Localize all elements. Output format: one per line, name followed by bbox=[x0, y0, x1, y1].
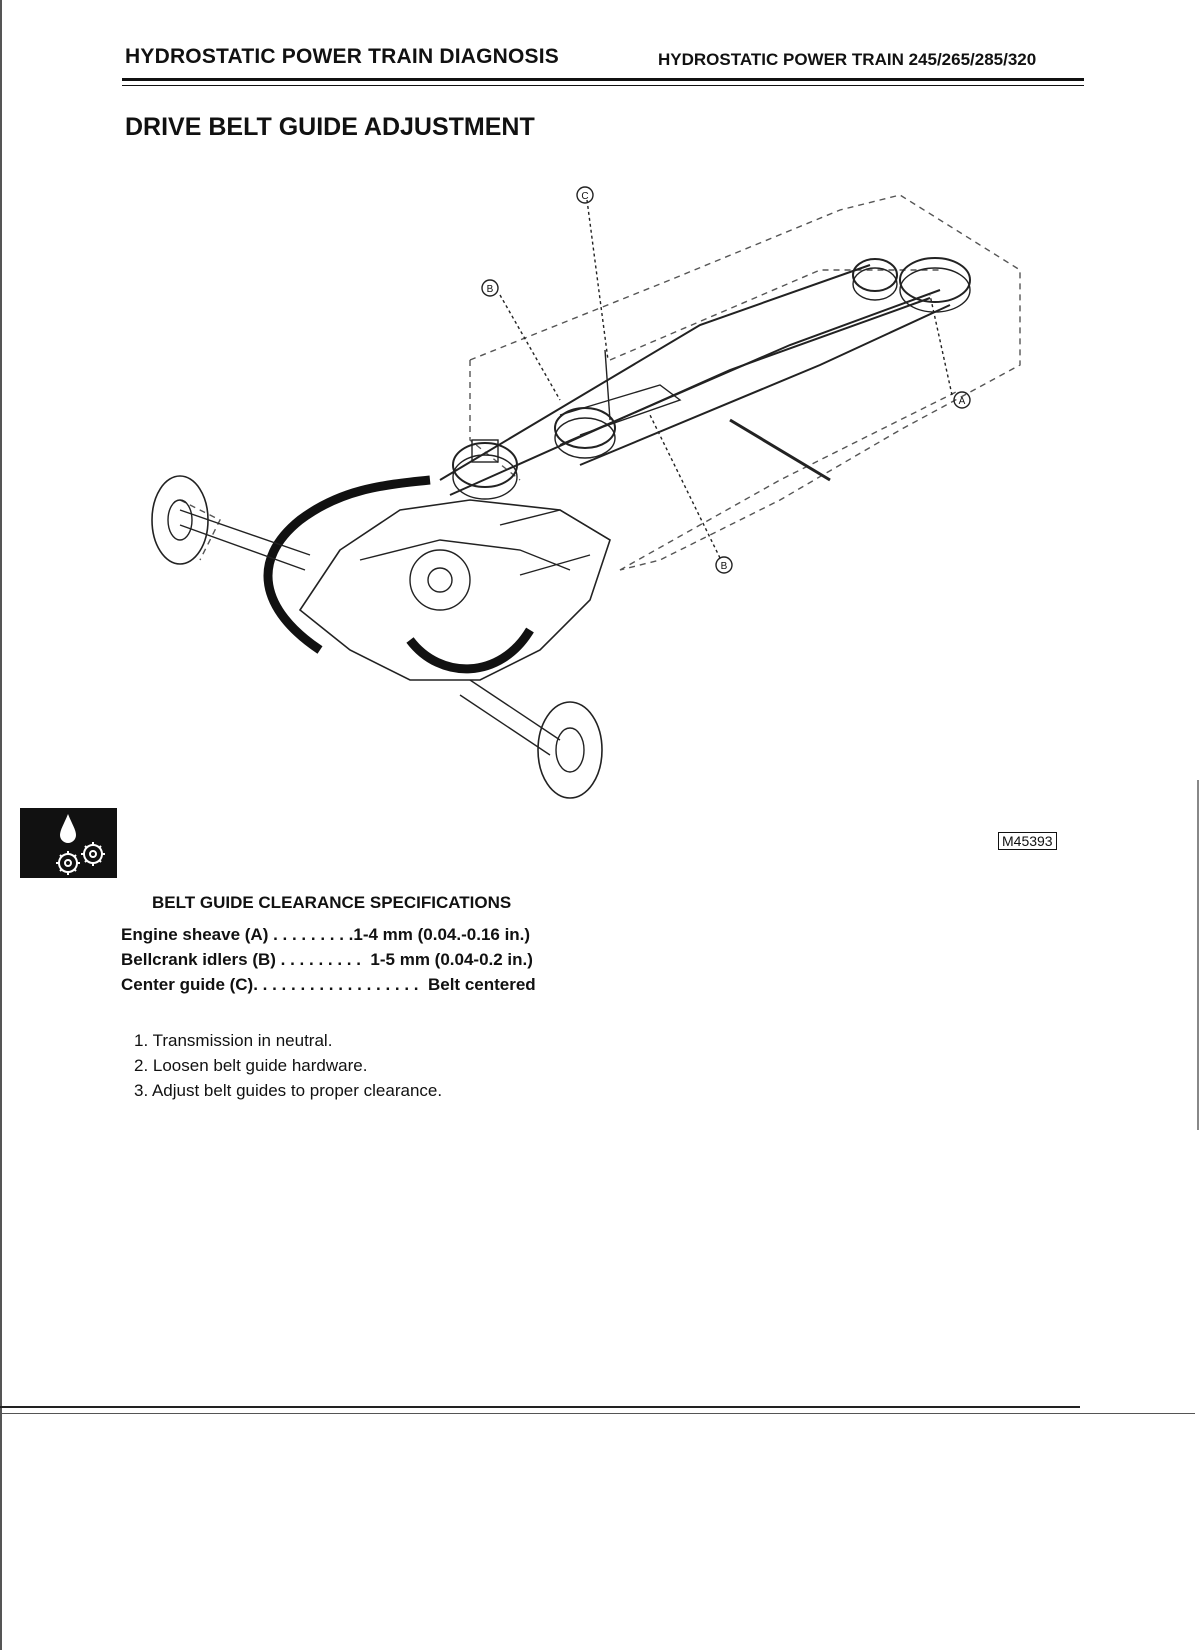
spec-row-engine-sheave: Engine sheave (A) . . . . . . . . .1-4 m… bbox=[121, 925, 531, 944]
footer-rule bbox=[0, 1406, 1080, 1408]
procedure-step: 2. Loosen belt guide hardware. bbox=[134, 1056, 368, 1075]
drop-and-gears-icon bbox=[20, 808, 117, 878]
svg-text:B: B bbox=[487, 284, 494, 295]
procedure-steps: 1. Transmission in neutral. 2. Loosen be… bbox=[134, 1028, 442, 1103]
header-rule bbox=[122, 78, 1084, 81]
footer-rule-thin bbox=[0, 1413, 1195, 1414]
svg-text:B: B bbox=[721, 561, 728, 572]
section-header-title: HYDROSTATIC POWER TRAIN DIAGNOSIS bbox=[125, 45, 559, 68]
spec-row-center-guide: Center guide (C). . . . . . . . . . . . … bbox=[121, 975, 536, 994]
manual-section-header: HYDROSTATIC POWER TRAIN 245/265/285/320 bbox=[658, 50, 1037, 69]
spec-heading: BELT GUIDE CLEARANCE SPECIFICATIONS bbox=[152, 893, 512, 912]
procedure-step: 1. Transmission in neutral. bbox=[134, 1031, 333, 1050]
page-title: DRIVE BELT GUIDE ADJUSTMENT bbox=[125, 113, 535, 141]
header-rule-thin bbox=[122, 85, 1084, 86]
procedure-step: 3. Adjust belt guides to proper clearanc… bbox=[134, 1081, 443, 1100]
svg-text:C: C bbox=[581, 191, 588, 202]
page-right-edge bbox=[1197, 780, 1199, 1130]
spec-table: Engine sheave (A) . . . . . . . . .1-4 m… bbox=[121, 922, 536, 997]
page-left-edge bbox=[0, 0, 2, 1650]
figure-id-label: M45393 bbox=[998, 832, 1057, 850]
spec-row-bellcrank-idlers: Bellcrank idlers (B) . . . . . . . . . 1… bbox=[121, 950, 533, 969]
svg-text:A: A bbox=[959, 396, 966, 407]
drive-train-illustration: B C A B bbox=[151, 186, 1021, 799]
